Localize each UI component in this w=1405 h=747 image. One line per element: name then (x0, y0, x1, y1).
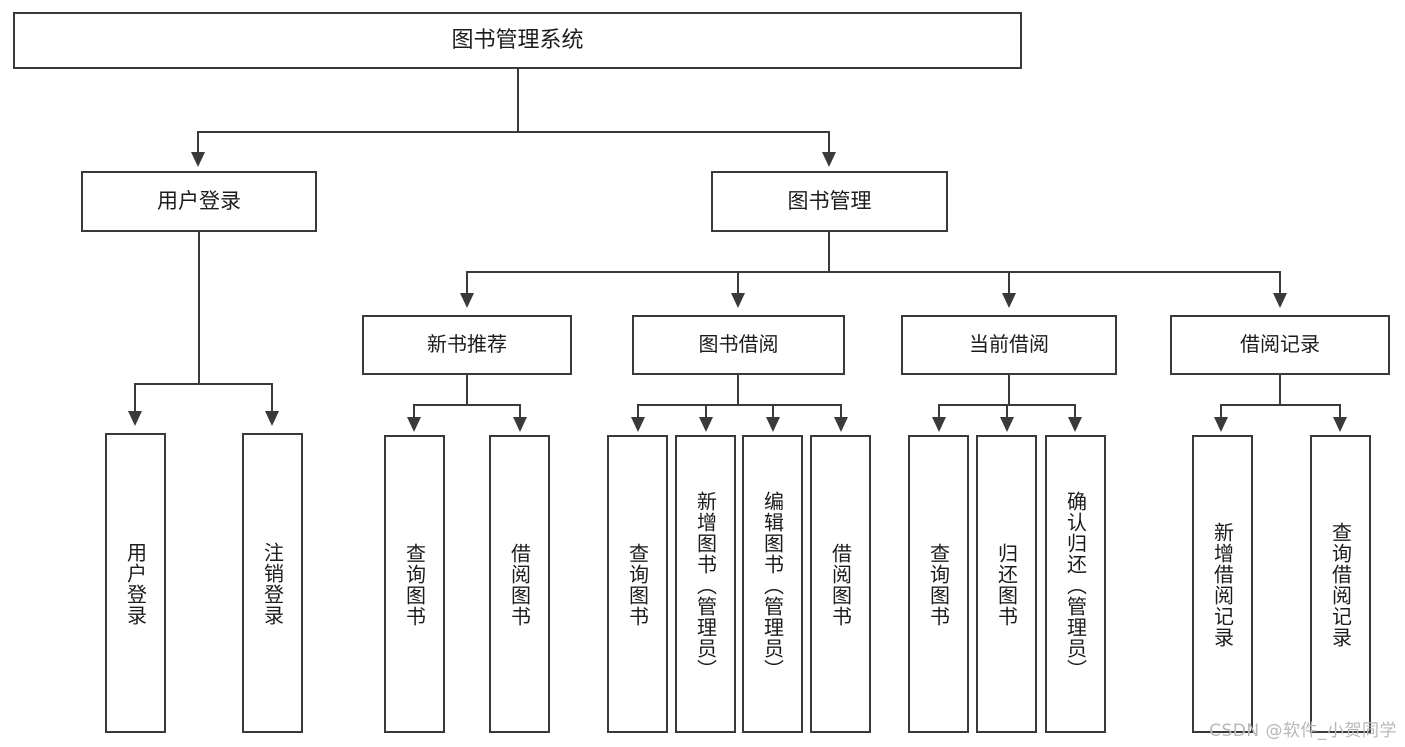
arrow-user-login-to-leaf-2 (265, 411, 279, 426)
leaf-query-borrow-record[interactable]: 查询借阅记录 (1310, 435, 1371, 733)
arrow-root-to-book-mgmt (822, 152, 836, 167)
arrow-new-book-to-leaf-1 (407, 417, 421, 432)
edge-book-mgmt-bus (466, 271, 1280, 273)
edge-borrow-records-to-leaf-1 (1220, 404, 1222, 419)
leaf-label: 用户登录 (123, 542, 148, 626)
edge-root-stem (517, 69, 519, 132)
leaf-label: 借阅图书 (828, 543, 853, 627)
edge-user-login-to-leaf-2 (271, 383, 273, 413)
leaf-label: 查询图书 (402, 543, 427, 627)
node-user-login[interactable]: 用户登录 (81, 171, 317, 232)
arrow-book-borrow-to-leaf-4 (834, 417, 848, 432)
leaf-label: 查询借阅记录 (1328, 522, 1353, 648)
leaf-query-book-2[interactable]: 查询图书 (607, 435, 668, 733)
edge-book-borrow-to-leaf-4 (840, 404, 842, 419)
edge-book-borrow-bus (637, 404, 841, 406)
edge-current-borrow-stem (1008, 375, 1010, 405)
leaf-add-book-admin[interactable]: 新增图书（管理员） (675, 435, 736, 733)
leaf-borrow-book-1[interactable]: 借阅图书 (489, 435, 550, 733)
node-current-borrow[interactable]: 当前借阅 (901, 315, 1117, 375)
node-new-book-recommend[interactable]: 新书推荐 (362, 315, 572, 375)
leaf-query-book-1[interactable]: 查询图书 (384, 435, 445, 733)
arrow-root-to-user-login (191, 152, 205, 167)
edge-new-book-to-leaf-2 (519, 404, 521, 419)
edge-root-to-user-login (197, 131, 199, 155)
leaf-label: 查询图书 (926, 543, 951, 627)
edge-new-book-bus (413, 404, 520, 406)
leaf-confirm-return-admin[interactable]: 确认归还（管理员） (1045, 435, 1106, 733)
arrow-book-mgmt-to-book-borrow (731, 293, 745, 308)
edge-book-mgmt-to-current-borrow (1008, 271, 1010, 295)
edge-book-mgmt-to-new-book (466, 271, 468, 295)
edge-book-mgmt-stem (828, 232, 830, 272)
leaf-label: 归还图书 (994, 543, 1019, 627)
arrow-book-borrow-to-leaf-2 (699, 417, 713, 432)
edge-root-bus (197, 131, 830, 133)
arrow-current-borrow-to-leaf-2 (1000, 417, 1014, 432)
edge-book-borrow-stem (737, 375, 739, 405)
edge-user-login-to-leaf-1 (134, 383, 136, 413)
edge-borrow-records-to-leaf-2 (1339, 404, 1341, 419)
leaf-user-login[interactable]: 用户登录 (105, 433, 166, 733)
leaf-return-book[interactable]: 归还图书 (976, 435, 1037, 733)
edge-book-borrow-to-leaf-3 (772, 404, 774, 419)
leaf-label: 新增图书（管理员） (693, 490, 718, 680)
leaf-logout[interactable]: 注销登录 (242, 433, 303, 733)
edge-current-borrow-to-leaf-2 (1006, 404, 1008, 419)
leaf-label: 新增借阅记录 (1210, 522, 1235, 648)
node-borrow-records[interactable]: 借阅记录 (1170, 315, 1390, 375)
leaf-label: 查询图书 (625, 543, 650, 627)
node-root-system[interactable]: 图书管理系统 (13, 12, 1022, 69)
edge-new-book-to-leaf-1 (413, 404, 415, 419)
leaf-add-borrow-record[interactable]: 新增借阅记录 (1192, 435, 1253, 733)
edge-borrow-records-bus (1220, 404, 1340, 406)
arrow-user-login-to-leaf-1 (128, 411, 142, 426)
leaf-borrow-book-2[interactable]: 借阅图书 (810, 435, 871, 733)
node-book-borrow[interactable]: 图书借阅 (632, 315, 845, 375)
arrow-book-mgmt-to-borrow-records (1273, 293, 1287, 308)
leaf-label: 注销登录 (260, 542, 285, 626)
leaf-label: 确认归还（管理员） (1063, 490, 1088, 680)
edge-book-mgmt-to-borrow-records (1279, 271, 1281, 295)
node-book-management[interactable]: 图书管理 (711, 171, 948, 232)
edge-user-login-bus (134, 383, 273, 385)
csdn-watermark: CSDN @软件_小贺同学 (1209, 721, 1397, 741)
leaf-query-book-3[interactable]: 查询图书 (908, 435, 969, 733)
arrow-book-borrow-to-leaf-1 (631, 417, 645, 432)
edge-root-to-book-mgmt (828, 131, 830, 155)
leaf-label: 编辑图书（管理员） (760, 490, 785, 680)
leaf-edit-book-admin[interactable]: 编辑图书（管理员） (742, 435, 803, 733)
arrow-current-borrow-to-leaf-1 (932, 417, 946, 432)
arrow-book-borrow-to-leaf-3 (766, 417, 780, 432)
edge-user-login-stem (198, 232, 200, 384)
arrow-new-book-to-leaf-2 (513, 417, 527, 432)
edge-book-borrow-to-leaf-2 (705, 404, 707, 419)
arrow-book-mgmt-to-new-book (460, 293, 474, 308)
edge-borrow-records-stem (1279, 375, 1281, 405)
edge-book-borrow-to-leaf-1 (637, 404, 639, 419)
edge-current-borrow-to-leaf-1 (938, 404, 940, 419)
arrow-book-mgmt-to-current-borrow (1002, 293, 1016, 308)
edge-current-borrow-to-leaf-3 (1074, 404, 1076, 419)
arrow-borrow-records-to-leaf-2 (1333, 417, 1347, 432)
edge-book-mgmt-to-book-borrow (737, 271, 739, 295)
edge-new-book-stem (466, 375, 468, 405)
arrow-current-borrow-to-leaf-3 (1068, 417, 1082, 432)
arrow-borrow-records-to-leaf-1 (1214, 417, 1228, 432)
leaf-label: 借阅图书 (507, 543, 532, 627)
